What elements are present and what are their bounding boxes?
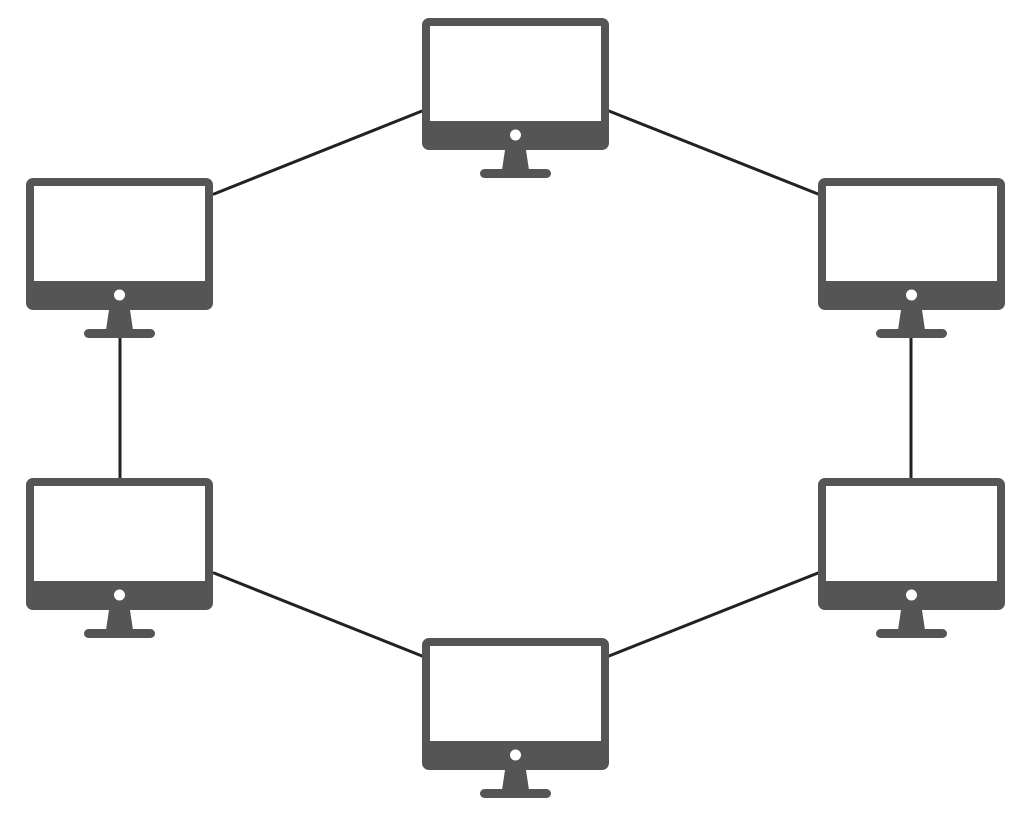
monitor-screen (34, 486, 205, 581)
node-bottom-desktop-monitor-icon (422, 638, 609, 798)
monitor-neck (106, 610, 133, 630)
monitor-base (84, 629, 155, 638)
nodes-layer (26, 18, 1005, 798)
monitor-base (84, 329, 155, 338)
monitor-screen (34, 186, 205, 281)
monitor-neck (106, 310, 133, 330)
power-led (114, 289, 125, 301)
monitor-neck (502, 150, 529, 170)
monitor-neck (502, 770, 529, 790)
power-led (906, 289, 917, 301)
node-lower-right-desktop-monitor-icon (818, 478, 1005, 638)
monitor-base (876, 329, 947, 338)
monitor-screen (430, 646, 601, 741)
link-top-to-upper-left (212, 109, 424, 196)
monitor-base (876, 629, 947, 638)
link-top-to-upper-right (607, 109, 820, 196)
link-lower-right-to-bottom (607, 571, 820, 658)
node-top-desktop-monitor-icon (422, 18, 609, 178)
node-lower-left-desktop-monitor-icon (26, 478, 213, 638)
power-led (510, 129, 521, 141)
node-upper-right-desktop-monitor-icon (818, 178, 1005, 338)
power-led (114, 589, 125, 601)
monitor-screen (826, 486, 997, 581)
monitor-screen (430, 26, 601, 121)
link-lower-left-to-bottom (212, 571, 424, 658)
links-layer (118, 109, 913, 658)
monitor-neck (898, 610, 925, 630)
power-led (906, 589, 917, 601)
monitor-neck (898, 310, 925, 330)
monitor-base (480, 789, 551, 798)
monitor-screen (826, 186, 997, 281)
monitor-base (480, 169, 551, 178)
node-upper-left-desktop-monitor-icon (26, 178, 213, 338)
power-led (510, 749, 521, 761)
